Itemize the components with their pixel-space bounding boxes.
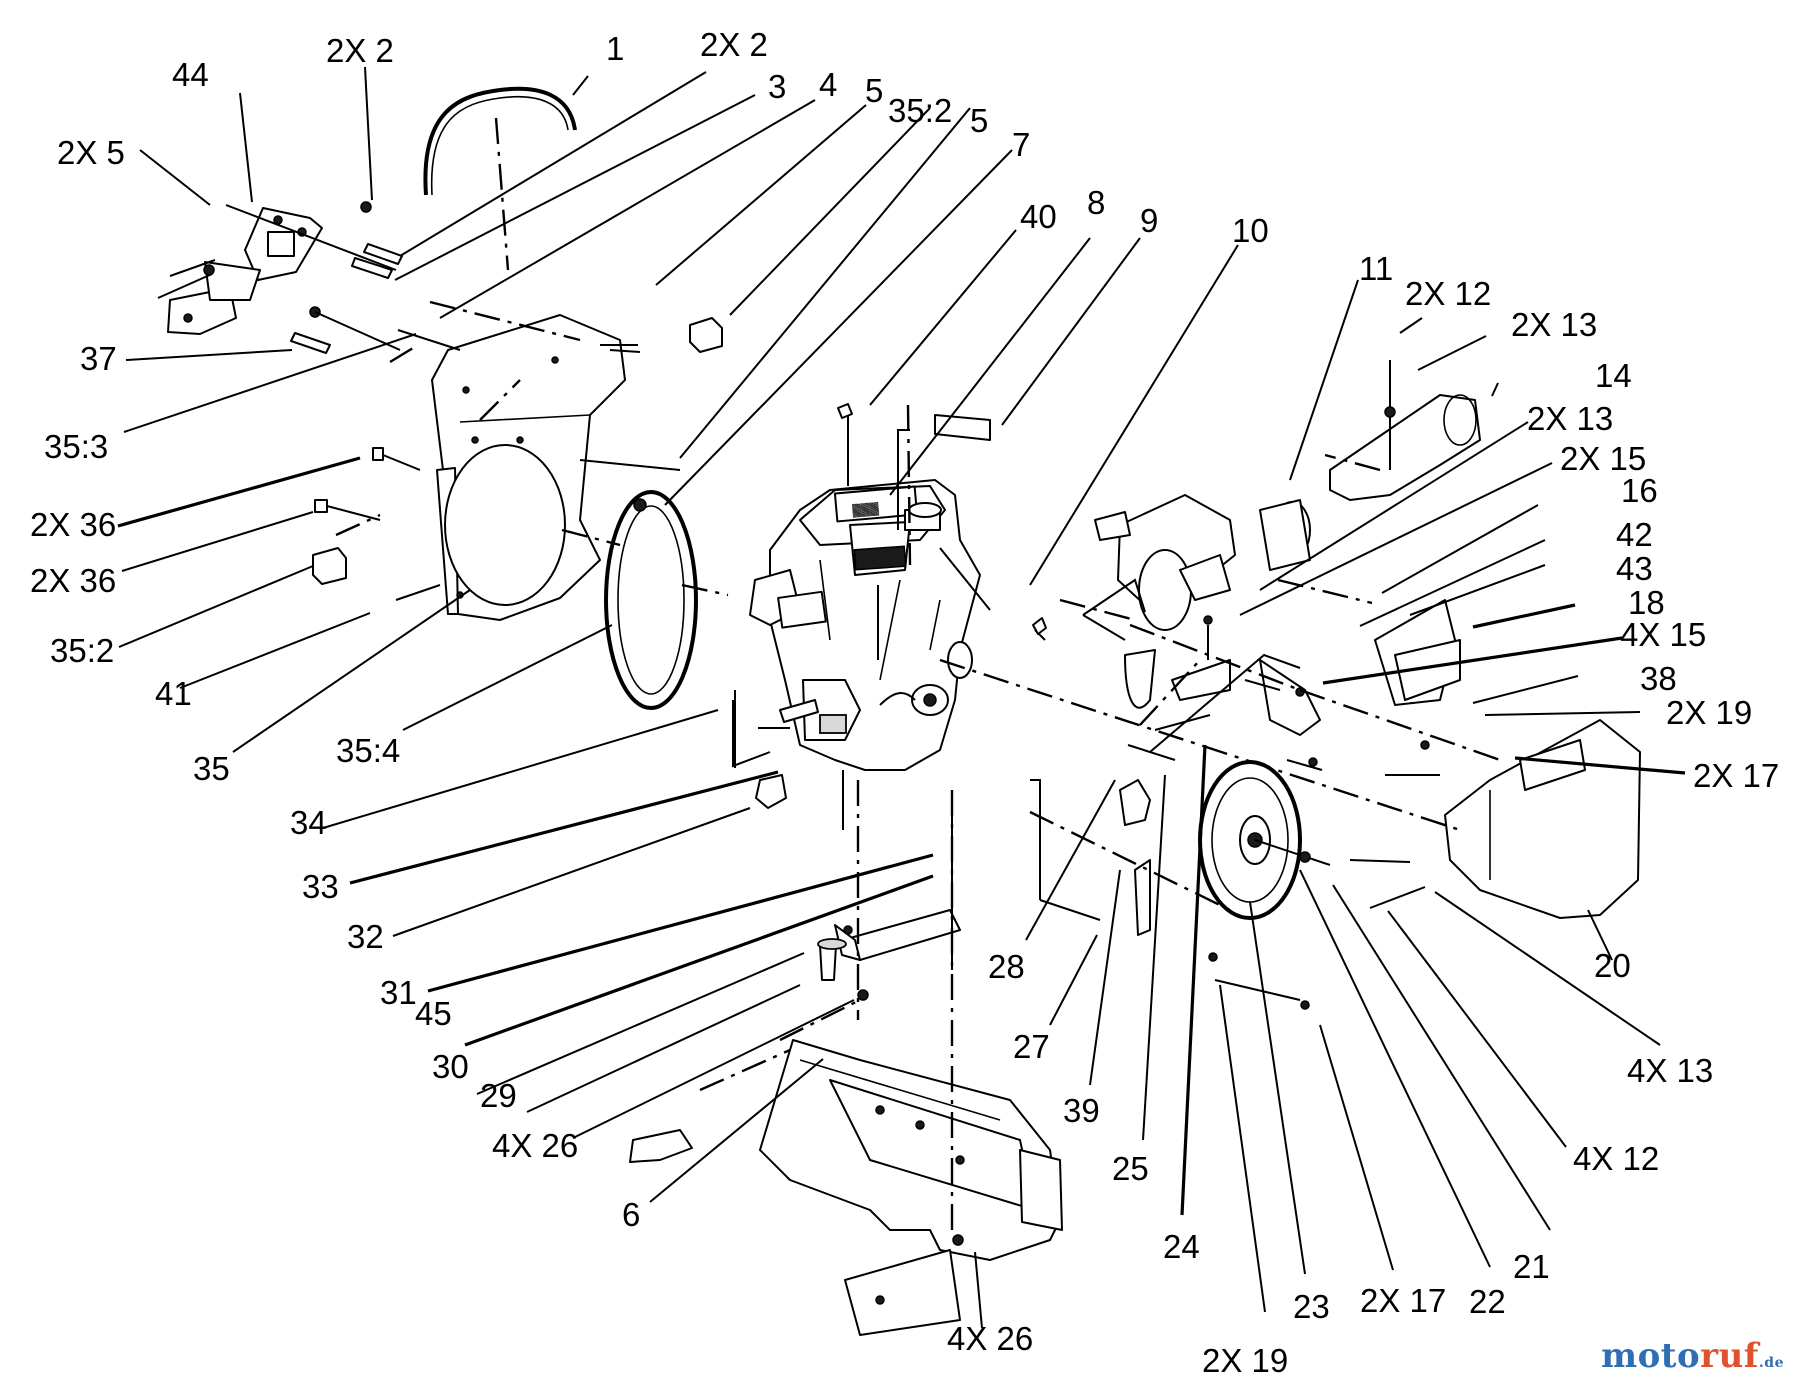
- callout-21: 21: [1513, 1248, 1550, 1285]
- callout-18: 18: [1628, 584, 1665, 621]
- callout-4x26-left: 4X 26: [492, 1127, 578, 1164]
- callout-5-second: 5: [970, 102, 988, 139]
- callout-28: 28: [988, 948, 1025, 985]
- part-throttle-bracket: [157, 207, 323, 335]
- callout-35-2-left: 35:2: [50, 632, 114, 669]
- callout-4: 4: [819, 66, 837, 103]
- callout-2x17-right: 2X 17: [1693, 757, 1779, 794]
- callout-2x36-b: 2X 36: [30, 562, 116, 599]
- part-heat-shield: [1329, 394, 1481, 501]
- callout-41: 41: [155, 675, 192, 712]
- callout-2x17-bottom: 2X 17: [1360, 1282, 1446, 1319]
- callout-4x26-bottom: 4X 26: [947, 1320, 1033, 1357]
- callout-8: 8: [1087, 184, 1105, 221]
- callout-6: 6: [622, 1196, 640, 1233]
- part-handle-loop: [423, 86, 577, 196]
- callout-14: 14: [1595, 357, 1632, 394]
- part-drive-ring: [604, 490, 698, 710]
- callout-39: 39: [1063, 1092, 1100, 1129]
- part-muffler: [1094, 494, 1311, 709]
- callout-37: 37: [80, 340, 117, 377]
- callout-32: 32: [347, 918, 384, 955]
- watermark-part-a: moto: [1601, 1336, 1701, 1376]
- callout-16: 16: [1621, 472, 1658, 509]
- callout-7: 7: [1012, 126, 1030, 163]
- callout-2x19-right: 2X 19: [1666, 694, 1752, 731]
- callout-20: 20: [1594, 947, 1631, 984]
- callout-44: 44: [172, 56, 209, 93]
- callout-2x36-a: 2X 36: [30, 506, 116, 543]
- part-base-frame: [759, 1039, 1063, 1336]
- callout-2x13-top: 2X 13: [1511, 306, 1597, 343]
- part-pulley: [1198, 760, 1331, 920]
- motoruf-watermark: motoruf.de: [1601, 1336, 1784, 1376]
- callout-22: 22: [1469, 1283, 1506, 1320]
- callout-23: 23: [1293, 1288, 1330, 1325]
- callout-30: 30: [432, 1048, 469, 1085]
- callout-24: 24: [1163, 1228, 1200, 1265]
- assembly-bracket-lines: [732, 429, 1301, 921]
- callout-4x15: 4X 15: [1620, 616, 1706, 653]
- svg-text:▓▓▓: ▓▓▓: [852, 501, 880, 518]
- callout-29: 29: [480, 1077, 517, 1114]
- callout-25: 25: [1112, 1150, 1149, 1187]
- callout-2x13-second: 2X 13: [1527, 400, 1613, 437]
- callout-35-3: 35:3: [44, 428, 108, 465]
- callout-33: 33: [302, 868, 339, 905]
- callout-43: 43: [1616, 550, 1653, 587]
- callout-40: 40: [1020, 198, 1057, 235]
- callout-2x15: 2X 15: [1560, 440, 1646, 477]
- callout-1: 1: [606, 30, 624, 67]
- callout-2x2-left: 2X 2: [326, 32, 394, 69]
- callout-2x12: 2X 12: [1405, 275, 1491, 312]
- callout-labels: 1 2X 2 2X 2 3 4 5 35:2 5 7 44 2X 5 37 35…: [30, 26, 1779, 1379]
- callout-35-2-top: 35:2: [888, 92, 952, 129]
- callout-11: 11: [1359, 250, 1393, 287]
- callout-31: 31: [380, 974, 417, 1011]
- watermark-part-b: ruf: [1700, 1336, 1759, 1376]
- callout-38: 38: [1640, 660, 1677, 697]
- callout-2x2-right: 2X 2: [700, 26, 768, 63]
- part-belt-guard: [1444, 719, 1641, 919]
- callout-leader-lines: [117, 66, 1686, 1329]
- callout-2x5: 2X 5: [57, 134, 125, 171]
- callout-10: 10: [1232, 212, 1269, 249]
- callout-9: 9: [1140, 202, 1158, 239]
- callout-4x12: 4X 12: [1573, 1140, 1659, 1177]
- part-engine: ▓▓▓: [749, 479, 981, 771]
- watermark-part-c: .de: [1758, 1355, 1784, 1371]
- callout-4x13: 4X 13: [1627, 1052, 1713, 1089]
- callout-27: 27: [1013, 1028, 1050, 1065]
- callout-35: 35: [193, 750, 230, 787]
- callout-42: 42: [1616, 516, 1653, 553]
- parts-artwork: ▓▓▓: [157, 86, 1641, 1336]
- callout-3: 3: [768, 68, 786, 105]
- callout-34: 34: [290, 804, 327, 841]
- callout-2x19-bottom: 2X 19: [1202, 1342, 1288, 1379]
- callout-5-top: 5: [865, 72, 883, 109]
- part-blower-housing: [431, 314, 626, 621]
- callout-45: 45: [415, 995, 452, 1032]
- callout-35-4: 35:4: [336, 732, 400, 769]
